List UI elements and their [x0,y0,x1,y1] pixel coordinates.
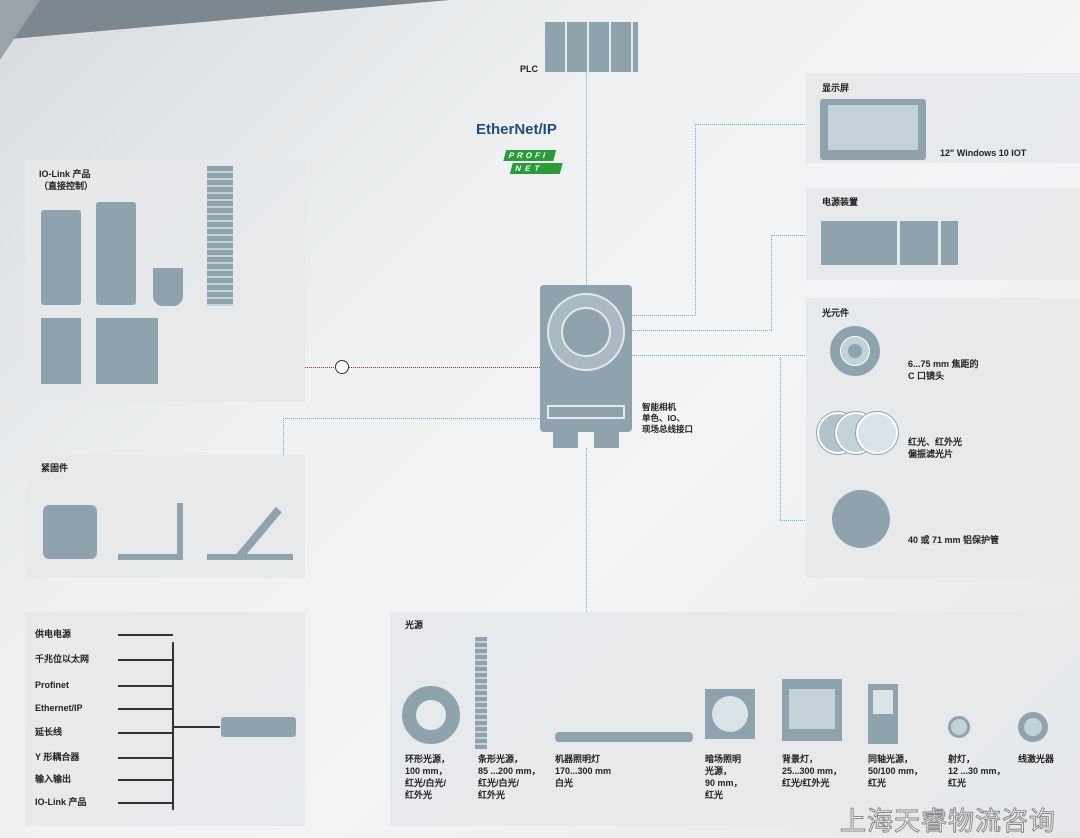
display-link [632,315,695,316]
connection-item: 供电电源 [35,629,72,639]
connection-item: Y 形耦合器 [35,752,80,762]
fastener-link [283,418,540,419]
light-link [586,448,587,612]
connection-line [118,757,173,759]
signal-tower-icon [207,166,233,306]
display-panel: 显示屏 12" Windows 10 IOT [806,73,1080,163]
spot-light-icon [948,716,970,738]
angle-bracket-icon [118,554,183,560]
optics-link [632,355,807,356]
fastener-title: 紧固件 [41,463,69,473]
dark-field-light-icon [705,689,755,739]
connection-line [118,732,173,734]
light-source-label: 同轴光源， 50/100 mm， 红光 [868,754,924,788]
display-caption: 12" Windows 10 IOT [940,148,1027,158]
profinet-top: PROFI [503,150,557,161]
iolink-title: IO-Link 产品 （直接控制） [39,169,94,191]
profinet-bottom: NET [509,163,563,174]
power-panel: 电源装置 [806,188,1080,280]
optics-link [780,520,807,521]
power-supply-icon [941,221,958,265]
plc-link [586,72,587,285]
watermark: 上海天睿物流咨询 [839,806,1057,836]
display-title: 显示屏 [822,83,850,93]
light-source-label: 机器照明灯 170...300 mm 白光 [555,754,612,788]
optics-title: 光元件 [822,308,850,318]
connection-item: 延长线 [35,727,63,737]
connection-line [118,708,173,710]
io-block-icon [41,318,81,384]
display-link [695,124,807,125]
plc-icon [545,22,638,72]
connection-line [118,802,173,804]
camera-label: 智能相机 单色、IO、 现场总线接口 [642,402,694,434]
light-source-label: 条形光源， 85 ...200 mm， 红光/白光/ 红外光 [478,754,541,800]
io-module-icon [96,202,136,305]
corner-decoration [0,0,450,40]
swap-icon [335,360,349,374]
machine-light-icon [555,732,693,742]
power-supply-icon [900,221,938,265]
swivel-mount-icon [235,506,282,560]
connection-item: Ethernet/IP [35,703,83,713]
filter-label: 红光、红外光 偏振滤光片 [908,437,963,459]
ethernet-ip-logo: EtherNet/IP [476,121,557,138]
monitor-icon [820,99,926,160]
backlight-icon [782,679,842,741]
light-source-panel: 光源 环形光源， 100 mm， 红光/白光/ 红外光条形光源， 85 ...2… [390,612,1080,826]
tube-label: 40 或 71 mm 铝保护管 [908,535,1000,545]
connection-item: Profinet [35,680,70,690]
corner-decoration [0,0,40,60]
optics-panel: 光元件 6...75 mm 焦距的 C 口镜头 红光、红外光 偏振滤光片 40 … [806,298,1080,578]
coaxial-light-icon [868,684,898,744]
plc-label: PLC [520,64,538,74]
light-source-label: 射灯， 12 ...30 mm， 红光 [948,754,1006,788]
io-block-icon [96,318,158,384]
fastener-link [283,418,284,455]
connection-line [118,634,173,636]
connection-item: 输入输出 [35,774,72,784]
power-supply-icon [821,221,897,265]
lens-label: 6...75 mm 焦距的 C 口镜头 [908,359,979,381]
light-source-label: 环形光源， 100 mm， 红光/白光/ 红外光 [405,754,451,800]
bar-light-icon [475,637,487,749]
light-source-label: 线激光器 [1018,754,1055,764]
connection-item: IO-Link 产品 [35,797,87,807]
iolink-link [305,367,540,368]
line-laser-icon [1018,712,1048,742]
power-link [632,330,772,331]
io-module-icon [41,210,81,305]
cable-connector-icon [221,717,296,737]
connector-icon [153,268,183,306]
power-title: 电源装置 [822,197,859,207]
fastener-panel: 紧固件 [25,455,305,578]
light-source-label: 背景灯， 25...300 mm， 红光/红外光 [782,754,843,788]
filter-icon [855,411,899,455]
power-link [771,235,772,330]
optics-link [780,355,781,520]
connection-line [118,779,173,781]
display-link [695,124,696,315]
light-source-label: 暗场照明 光源， 90 mm， 红光 [705,754,743,800]
connection-line [118,685,173,687]
connection-line [118,659,173,661]
ring-light-icon [402,686,460,744]
iolink-panel: IO-Link 产品 （直接控制） [25,160,305,402]
mounting-plate-icon [43,505,97,559]
power-link [771,235,807,236]
profinet-logo: PROFI NET [500,150,574,174]
connection-item: 千兆位以太网 [35,654,90,664]
swivel-mount-icon [207,554,293,560]
protective-tube-icon [832,490,890,548]
angle-bracket-icon [177,503,183,560]
light-source-title: 光源 [405,620,424,630]
